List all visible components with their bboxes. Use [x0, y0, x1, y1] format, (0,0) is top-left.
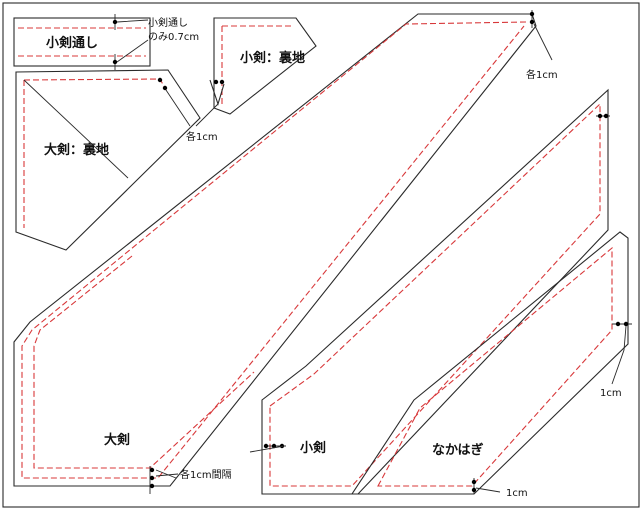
marker-dot: [213, 79, 219, 85]
marker-dot: [219, 79, 225, 85]
koken-outline: [261, 88, 609, 495]
leader-each-1cm-b: [165, 89, 219, 127]
kokenura-outline: [213, 17, 317, 115]
marker-dot: [603, 113, 609, 119]
note-kokendooshi-line1: 小剣通し: [148, 17, 188, 29]
marker-dot: [471, 487, 477, 493]
marker-dot: [162, 85, 168, 91]
note-each-1cm-a: 各1cm: [526, 68, 558, 81]
note-each-1cm-b: 各1cm: [186, 130, 218, 143]
note-1cm-a: 1cm: [600, 388, 622, 399]
koken-seam: [269, 102, 601, 487]
leader-each-1cm-a: [533, 23, 553, 61]
marker-dot: [615, 321, 621, 327]
nakahagi-outline: [350, 231, 629, 495]
leader-1cm-a: [611, 325, 627, 385]
marker-dot: [263, 443, 269, 449]
note-each-1cm-gap: 各1cm間隔: [180, 468, 232, 481]
piece-kokenura: 小剣：裏地: [209, 17, 317, 115]
marker-dot: [471, 479, 477, 485]
marker-dot: [157, 77, 163, 83]
kokenura-seam: [221, 25, 292, 106]
piece-nakahagi: なかはぎ: [350, 231, 632, 495]
note-kokendooshi-line2: のみ0.7cm: [148, 32, 199, 43]
piece-oken: 大剣: [13, 10, 537, 494]
leader-kokendooshi-note: [116, 19, 149, 63]
marker-dot: [271, 443, 277, 449]
okenura-outline: [15, 69, 201, 251]
piece-okenura: 大剣：裏地: [15, 69, 201, 251]
okenura-fold-line: [23, 79, 129, 179]
koken-marker: [264, 115, 610, 447]
oken-outline: [13, 13, 537, 487]
piece-koken: 小剣: [261, 88, 610, 495]
marker-dot: [112, 59, 118, 65]
marker-dot: [149, 483, 155, 489]
sheet-border: [2, 2, 640, 508]
marker-dot: [112, 19, 118, 25]
leader-1cm-b: [475, 487, 501, 493]
label-oken: 大剣: [104, 432, 130, 448]
okenura-seam: [23, 78, 167, 91]
marker-dot: [149, 467, 155, 473]
nakahagi-seam: [377, 246, 613, 487]
kokendooshi-seam: [18, 27, 146, 57]
label-kokendooshi: 小剣通し: [46, 35, 98, 51]
label-kokenura: 小剣：裏地: [240, 50, 305, 66]
label-nakahagi: なかはぎ: [432, 442, 483, 458]
note-1cm-b: 1cm: [506, 488, 528, 499]
piece-kokendooshi: 小剣通し: [13, 14, 151, 70]
marker-dot: [149, 475, 155, 481]
nakahagi-marker: [473, 323, 632, 494]
marker-dot: [623, 321, 629, 327]
label-koken: 小剣: [300, 440, 326, 456]
leader-each-1cm-gap: [155, 445, 285, 477]
oken-seam-inner: [33, 255, 255, 469]
oken-seam: [21, 21, 527, 479]
kokendooshi-outline: [13, 17, 151, 67]
marker-dot: [529, 19, 535, 25]
marker-dot: [597, 113, 603, 119]
label-okenura: 大剣：裏地: [44, 142, 109, 158]
marker-dot: [529, 11, 535, 17]
